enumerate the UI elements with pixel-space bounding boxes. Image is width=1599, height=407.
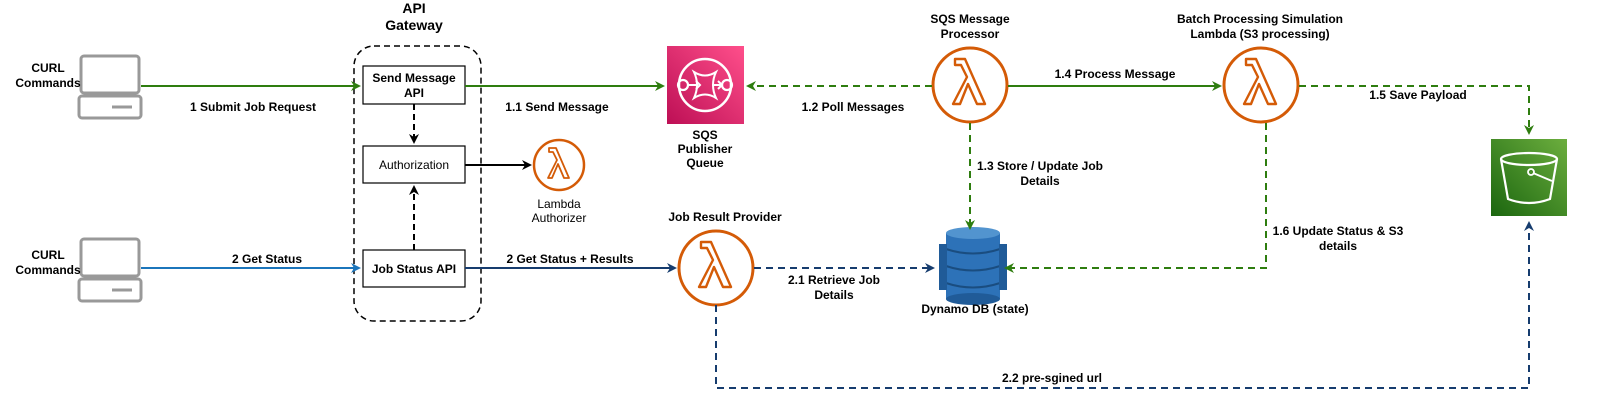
lambda-authorizer-line1: Lambda [537, 197, 581, 211]
job-result-provider: Job Result Provider [668, 210, 782, 307]
lambda-icon [1222, 46, 1300, 124]
update-status-label-line2: details [1319, 239, 1357, 253]
retrieve-job-label-line1: 2.1 Retrieve Job [788, 273, 880, 287]
process-message-label: 1.4 Process Message [1055, 67, 1176, 81]
lambda-icon [677, 229, 755, 307]
update-status-label-line1: 1.6 Update Status & S3 [1273, 224, 1404, 238]
send-message-label: 1.1 Send Message [505, 100, 609, 114]
client-label-line2: Commands [15, 76, 81, 90]
job-result-provider-title: Job Result Provider [668, 210, 782, 224]
s3-bucket [1491, 139, 1567, 216]
lambda-authorizer-line2: Authorizer [532, 211, 587, 225]
sqs-queue-line2: Publisher [678, 142, 733, 156]
api-gateway-title-line1: API [402, 0, 425, 16]
curl-client-top: CURL Commands [15, 54, 143, 120]
client-label-line1: CURL [31, 61, 64, 75]
dynamodb-icon [939, 227, 1007, 305]
lambda-icon [931, 46, 1009, 124]
computer-icon [77, 237, 143, 303]
poll-messages-label: 1.2 Poll Messages [802, 100, 905, 114]
computer-icon [77, 54, 143, 120]
sqs-message-processor: SQS Message Processor [930, 12, 1010, 124]
sqs-queue-line3: Queue [686, 156, 724, 170]
get-status-results-label: 2 Get Status + Results [506, 252, 633, 266]
batch-title-line1: Batch Processing Simulation [1177, 12, 1343, 26]
job-status-api-label: Job Status API [372, 262, 456, 276]
sqs-processor-title-line2: Processor [941, 27, 1000, 41]
store-update-label-line2: Details [1020, 174, 1060, 188]
send-message-api-box[interactable]: Send Message API [362, 65, 466, 105]
authorization-label: Authorization [379, 158, 449, 172]
lambda-authorizer: Lambda Authorizer [532, 138, 587, 225]
sqs-publisher-queue: SQS Publisher Queue [667, 46, 744, 170]
submit-job-label: 1 Submit Job Request [190, 100, 316, 114]
get-status-label: 2 Get Status [232, 252, 302, 266]
client-label-line2: Commands [15, 263, 81, 277]
authorization-box[interactable]: Authorization [362, 145, 466, 184]
job-status-api-box[interactable]: Job Status API [362, 249, 466, 288]
client-label-line1: CURL [31, 248, 64, 262]
sqs-icon [667, 46, 744, 124]
send-message-api-line1: Send Message [372, 71, 456, 85]
presigned-url-arrow [715, 221, 1534, 389]
send-message-api-line2: API [404, 86, 424, 100]
retrieve-job-label-line2: Details [814, 288, 854, 302]
api-gateway-group: API Gateway Send Message API Authorizati… [353, 0, 482, 322]
batch-title-line2: Lambda (S3 processing) [1190, 27, 1329, 41]
save-payload-arrow [1299, 85, 1534, 135]
update-status-arrow [1004, 123, 1267, 273]
lambda-icon [532, 138, 586, 192]
sqs-queue-line1: SQS [692, 128, 717, 142]
api-gateway-boundary [353, 45, 482, 322]
store-update-label-line1: 1.3 Store / Update Job [977, 159, 1103, 173]
api-gateway-title-line2: Gateway [385, 17, 443, 33]
bucket-icon [1499, 151, 1559, 205]
presigned-url-label: 2.2 pre-sgined url [1002, 371, 1102, 385]
curl-client-bottom: CURL Commands [15, 237, 143, 303]
dynamodb-label: Dynamo DB (state) [921, 302, 1028, 316]
sqs-processor-title-line1: SQS Message [930, 12, 1010, 26]
batch-processing-lambda: Batch Processing Simulation Lambda (S3 p… [1177, 12, 1343, 124]
dynamodb: Dynamo DB (state) [921, 227, 1029, 316]
save-payload-label: 1.5 Save Payload [1369, 88, 1466, 102]
